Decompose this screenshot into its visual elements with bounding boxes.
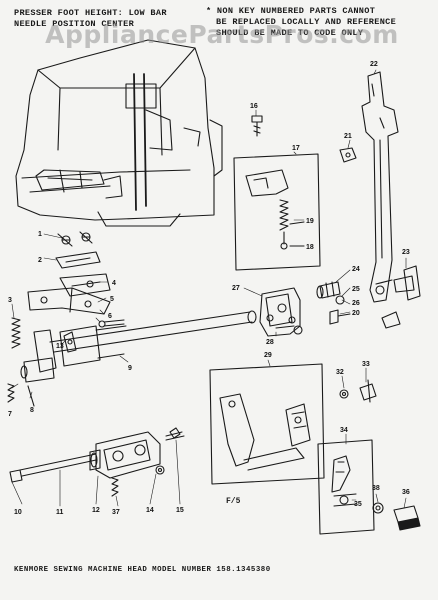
header-needle-position-note: NEEDLE POSITION CENTER: [14, 19, 135, 29]
label-29: 29: [264, 352, 272, 359]
part-36-block: [393, 505, 421, 531]
part-21-nut: [339, 147, 357, 163]
label-17: 17: [292, 145, 300, 152]
part-23-screw: [375, 265, 421, 329]
part-17-assembly-box: [233, 153, 321, 271]
label-5: 5: [110, 296, 114, 303]
part-10-nut: [9, 469, 23, 483]
watermark: AppliancePartsPros.com: [45, 20, 399, 49]
label-7: 7: [8, 411, 12, 418]
part-25-26-parts: [329, 295, 351, 325]
label-16: 16: [250, 103, 258, 110]
header-presser-foot-note: PRESSER FOOT HEIGHT: LOW BAR: [14, 8, 167, 18]
label-10: 10: [14, 509, 22, 516]
label-19: 19: [306, 218, 314, 225]
part-22-lever: [361, 71, 399, 303]
figure-label: F/5: [226, 497, 241, 506]
header-non-key-note-1: * NON KEY NUMBERED PARTS CANNOT: [206, 6, 376, 16]
part-7-screw: [7, 383, 15, 403]
header-non-key-note-2: BE REPLACED LOCALLY AND REFERENCE: [216, 17, 397, 27]
part-6-screw: [98, 319, 125, 328]
label-21: 21: [344, 133, 352, 140]
label-4: 4: [112, 280, 116, 287]
machine-head-outline: [15, 39, 223, 227]
label-2: 2: [38, 257, 42, 264]
part-12-14-bracket: [89, 431, 161, 479]
part-2-plate: [55, 251, 101, 269]
label-6: 6: [108, 313, 112, 320]
label-18: 18: [306, 244, 314, 251]
label-34: 34: [340, 427, 348, 434]
label-24: 24: [352, 266, 360, 273]
label-15: 15: [176, 507, 184, 514]
part-16-screw: [251, 115, 263, 137]
header-non-key-note-3: SHOULD BE MADE TO CODE ONLY: [216, 28, 364, 38]
part-9-main-shaft: [20, 310, 257, 383]
part-38-washer: [372, 502, 384, 514]
part-13-tab: [63, 331, 77, 353]
label-3: 3: [8, 297, 12, 304]
label-26: 26: [352, 300, 360, 307]
part-1-screws: [57, 231, 93, 247]
part-37-spring: [111, 477, 119, 497]
label-8: 8: [30, 407, 34, 414]
label-20: 20: [352, 310, 360, 317]
label-23: 23: [402, 249, 410, 256]
label-27: 27: [232, 285, 240, 292]
part-34-assembly-box: [317, 439, 375, 535]
part-29-assembly-box: [209, 363, 325, 485]
part-8-pin: [27, 385, 35, 407]
part-14-washer: [155, 465, 165, 475]
label-9: 9: [128, 365, 132, 372]
label-14: 14: [146, 507, 154, 514]
label-36: 36: [402, 489, 410, 496]
label-25: 25: [352, 286, 360, 293]
label-32: 32: [336, 369, 344, 376]
label-28: 28: [266, 339, 274, 346]
label-33: 33: [362, 361, 370, 368]
label-13: 13: [56, 343, 64, 350]
label-1: 1: [38, 231, 42, 238]
part-32-33-screws: [339, 379, 377, 403]
part-3-spring: [11, 317, 21, 349]
label-37: 37: [112, 509, 120, 516]
label-22: 22: [370, 61, 378, 68]
part-27-28-crank: [259, 287, 303, 337]
label-12: 12: [92, 507, 100, 514]
label-11: 11: [56, 509, 64, 516]
label-38: 38: [372, 485, 380, 492]
part-4-bracket: [59, 273, 111, 297]
part-15-coil: [165, 427, 185, 441]
part-11-shaft: [19, 453, 97, 477]
part-number-labels: 1 2 3 4 5 6 7 8 9 10 11 12 13 14 15 16 1…: [8, 61, 410, 516]
label-35: 35: [354, 501, 362, 508]
diagram-footer-caption: KENMORE SEWING MACHINE HEAD MODEL NUMBER…: [14, 566, 271, 574]
part-24-bushing: [316, 281, 341, 299]
leader-lines: [11, 69, 407, 509]
